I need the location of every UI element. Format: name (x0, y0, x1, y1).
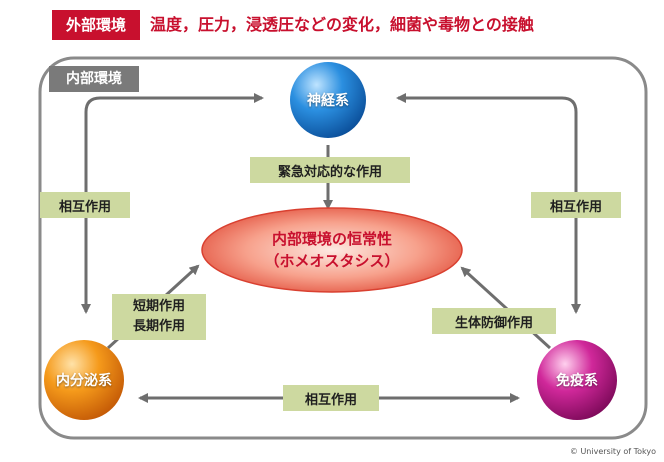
arrow-immune-to-nervous (396, 93, 578, 305)
external-environment-description: 温度，圧力，浸透圧などの変化，細菌や毒物との接触 (150, 15, 534, 34)
arrow-endocrine-to-nervous (84, 93, 264, 305)
short-long-term-label: 短期作用 長期作用 (112, 294, 206, 340)
homeostasis-title: 内部環境の恒常性 (271, 230, 392, 248)
endocrine-system-sphere (44, 340, 124, 420)
endocrine-system-label: 内分泌系 (56, 373, 112, 389)
internal-environment-badge: 内部環境 (49, 66, 139, 92)
interaction-label-left: 相互作用 (40, 192, 130, 218)
homeostasis-ellipse (201, 207, 463, 293)
emergency-response-label: 緊急対応的な作用 (250, 157, 410, 183)
internal-environment-frame (38, 56, 648, 440)
defense-label: 生体防御作用 (432, 308, 556, 334)
long-term-label: 長期作用 (132, 319, 185, 334)
nervous-system-label: 神経系 (307, 93, 349, 109)
interaction-label-bottom: 相互作用 (283, 385, 379, 411)
homeostasis-subtitle: （ホメオスタシス） (264, 252, 400, 270)
interaction-label-right: 相互作用 (531, 192, 621, 218)
homeostasis-text: 内部環境の恒常性 （ホメオスタシス） (212, 228, 452, 272)
immune-system-sphere (537, 340, 617, 420)
external-environment-badge: 外部環境 (52, 10, 140, 40)
nervous-system-sphere (290, 62, 366, 138)
copyright-text: © University of Tokyo (569, 447, 656, 456)
immune-system-label: 免疫系 (556, 373, 598, 389)
short-term-label: 短期作用 (132, 299, 185, 314)
